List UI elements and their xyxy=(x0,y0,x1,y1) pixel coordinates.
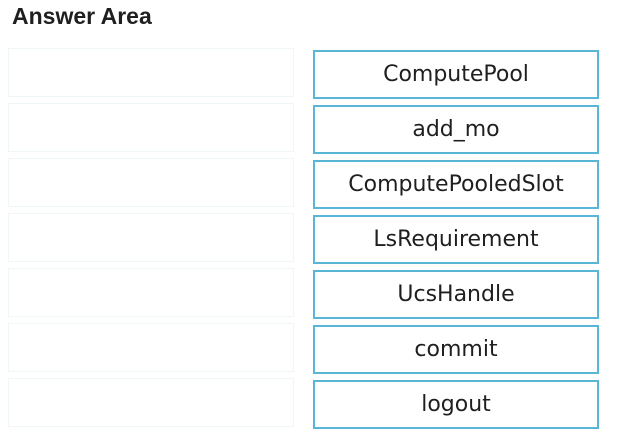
answer-slot-4[interactable] xyxy=(8,213,294,262)
answer-slot-1[interactable] xyxy=(8,48,294,97)
answer-slot-5[interactable] xyxy=(8,268,294,317)
draggable-item-ucshandle[interactable]: UcsHandle xyxy=(313,270,599,319)
answer-slot-3[interactable] xyxy=(8,158,294,207)
draggable-items-column: ComputePool add_mo ComputePooledSlot LsR… xyxy=(313,50,599,435)
draggable-item-add-mo[interactable]: add_mo xyxy=(313,105,599,154)
draggable-item-computepooledslot[interactable]: ComputePooledSlot xyxy=(313,160,599,209)
draggable-item-lsrequirement[interactable]: LsRequirement xyxy=(313,215,599,264)
answer-slot-2[interactable] xyxy=(8,103,294,152)
answer-slot-7[interactable] xyxy=(8,378,294,427)
draggable-item-commit[interactable]: commit xyxy=(313,325,599,374)
answer-slot-6[interactable] xyxy=(8,323,294,372)
answer-drop-column xyxy=(8,48,294,433)
draggable-item-computepool[interactable]: ComputePool xyxy=(313,50,599,99)
draggable-item-logout[interactable]: logout xyxy=(313,380,599,429)
answer-area-title: Answer Area xyxy=(12,3,152,29)
